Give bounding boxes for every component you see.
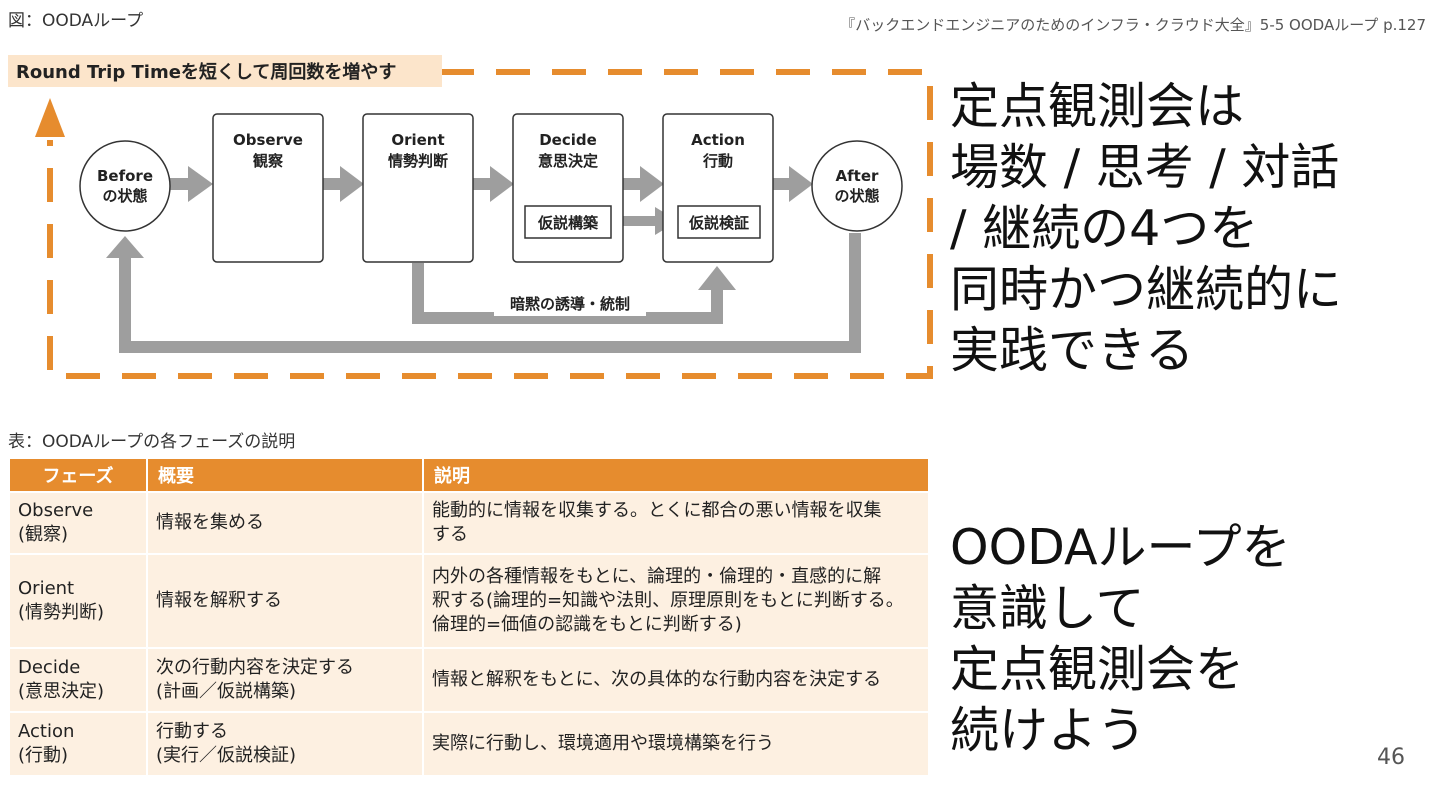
before-state-circle <box>79 140 171 232</box>
implicit-control-arrow <box>412 263 723 324</box>
feedback-arrow-long <box>119 233 861 353</box>
observe-label-en: Observe <box>233 131 303 149</box>
table-row: Orient(情勢判断) 情報を解釈する 内外の各種情報をもとに、論理的・倫理的… <box>10 553 930 647</box>
message-main: 定点観測会は 場数 / 思考 / 対話 / 継続の4つを 同時かつ継続的に 実践… <box>950 76 1342 381</box>
implicit-control-label: 暗黙の誘導・統制 <box>510 295 630 313</box>
action-label-ja: 行動 <box>702 152 733 170</box>
description-cell: 実際に行動し、環境適用や環境構築を行う <box>424 711 930 775</box>
summary-cell: 情報を解釈する <box>148 553 424 647</box>
flow-arrows <box>170 166 813 235</box>
before-label-ja: の状態 <box>102 187 147 205</box>
loop-label: Round Trip Timeを短くして周回数を増やす <box>16 61 396 83</box>
orient-box <box>362 113 474 263</box>
header-description: 説明 <box>424 459 930 491</box>
message-conclusion-line: OODAループを <box>950 519 1291 576</box>
header-phase: フェーズ <box>10 459 148 491</box>
decide-label-en: Decide <box>539 131 597 149</box>
hypothesis-build-box <box>524 205 612 239</box>
table-header-row: フェーズ 概要 説明 <box>10 459 930 491</box>
message-conclusion-line: 定点観測会を <box>950 641 1245 698</box>
loop-arrowhead <box>35 98 65 137</box>
observe-box <box>212 113 324 263</box>
hypothesis-verify-label: 仮説検証 <box>688 214 749 232</box>
summary-cell: 次の行動内容を決定する(計画／仮説構築) <box>148 647 424 711</box>
table-row: Observe(観察) 情報を集める 能動的に情報を収集する。とくに都合の悪い情… <box>10 491 930 553</box>
message-main-line: 場数 / 思考 / 対話 <box>950 139 1340 196</box>
description-cell: 能動的に情報を収集する。とくに都合の悪い情報を収集する <box>424 491 930 553</box>
action-label-en: Action <box>691 131 745 149</box>
orient-label-en: Orient <box>391 131 444 149</box>
source-citation: 『バックエンドエンジニアのためのインフラ・クラウド大全』5-5 OODAループ … <box>840 16 1426 34</box>
message-main-line: / 継続の4つを <box>950 200 1259 257</box>
implicit-control-arrowhead <box>698 266 736 290</box>
after-state-circle <box>811 140 903 232</box>
phase-table: フェーズ 概要 説明 Observe(観察) 情報を集める 能動的に情報を収集す… <box>10 459 930 775</box>
summary-cell: 情報を集める <box>148 491 424 553</box>
loop-dashed-border <box>47 69 933 379</box>
message-conclusion: OODAループを 意識して 定点観測会を 続けよう <box>950 517 1291 761</box>
header-summary: 概要 <box>148 459 424 491</box>
message-main-line: 実践できる <box>950 322 1195 379</box>
table-row: Action(行動) 行動する(実行／仮説検証) 実際に行動し、環境適用や環境構… <box>10 711 930 775</box>
phase-cell: Action(行動) <box>10 711 148 775</box>
phase-cell: Observe(観察) <box>10 491 148 553</box>
summary-cell: 行動する(実行／仮説検証) <box>148 711 424 775</box>
description-cell: 情報と解釈をもとに、次の具体的な行動内容を決定する <box>424 647 930 711</box>
description-cell: 内外の各種情報をもとに、論理的・倫理的・直感的に解釈する(論理的=知識や法則、原… <box>424 553 930 647</box>
decide-label-ja: 意思決定 <box>538 152 598 170</box>
before-label-en: Before <box>97 167 153 185</box>
observe-label-ja: 観察 <box>253 152 284 170</box>
message-main-line: 同時かつ継続的に <box>950 261 1343 318</box>
table-row: Decide(意思決定) 次の行動内容を決定する(計画／仮説構築) 情報と解釈を… <box>10 647 930 711</box>
feedback-arrowhead-left <box>106 236 144 258</box>
ooda-diagram: Round Trip Timeを短くして周回数を増やす 暗黙の誘導・統制 Bef… <box>8 55 933 379</box>
message-main-line: 定点観測会は <box>950 78 1245 135</box>
message-conclusion-line: 続けよう <box>950 702 1147 759</box>
figure-caption: 図：OODAループ <box>8 11 144 31</box>
message-conclusion-line: 意識して <box>950 580 1145 637</box>
page-number: 46 <box>1377 745 1405 770</box>
hypothesis-verify-box <box>677 205 761 239</box>
hypothesis-build-label: 仮説構築 <box>537 214 599 232</box>
phase-cell: Orient(情勢判断) <box>10 553 148 647</box>
table-caption: 表：OODAループの各フェーズの説明 <box>8 432 296 452</box>
phase-cell: Decide(意思決定) <box>10 647 148 711</box>
implicit-control-label-bg <box>494 290 646 316</box>
loop-label-bg <box>8 55 442 87</box>
orient-label-ja: 情勢判断 <box>388 152 448 170</box>
after-label-en: After <box>836 167 879 185</box>
after-label-ja: の状態 <box>834 187 879 205</box>
